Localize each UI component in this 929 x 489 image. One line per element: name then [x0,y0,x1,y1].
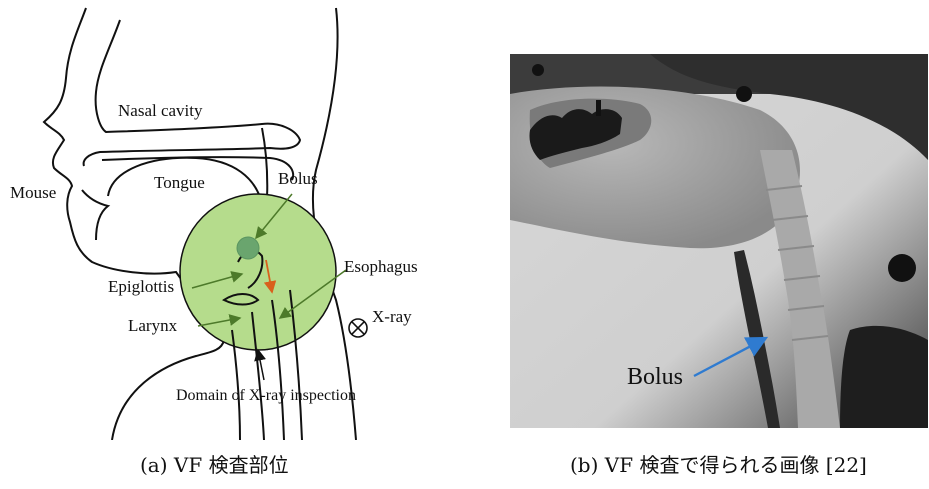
nasal-cavity-outline [84,20,300,166]
caption-panel-a: (a) VF 検査部位 [140,449,289,478]
label-epiglottis: Epiglottis [108,277,174,296]
xray-marker-dot [532,64,544,76]
xray-image: Bolus [470,0,929,440]
label-bolus: Bolus [278,169,318,188]
lower-jaw-outline [82,190,108,240]
anatomy-diagram-panel: Nasal cavity Tongue Mouse Bolus Esophagu… [0,0,460,489]
label-xray: X-ray [372,307,412,326]
label-esophagus: Esophagus [344,257,418,276]
label-tongue: Tongue [154,173,205,192]
caption-panel-b: (b) VF 検査で得られる画像 [22] [570,449,867,478]
bolus-dot [237,237,259,259]
xray-inspection-circle [180,194,336,350]
label-nasal-cavity: Nasal cavity [118,101,203,120]
anatomy-diagram: Nasal cavity Tongue Mouse Bolus Esophagu… [0,0,460,440]
xray-marker-dot [736,86,752,102]
label-mouse: Mouse [10,183,56,202]
xray-direction-icon [349,319,367,337]
label-domain: Domain of X-ray inspection [176,387,356,404]
xray-marker-dot [888,254,916,282]
label-xray-bolus: Bolus [627,364,683,390]
label-larynx: Larynx [128,316,178,335]
xray-image-panel: Bolus [470,0,929,489]
